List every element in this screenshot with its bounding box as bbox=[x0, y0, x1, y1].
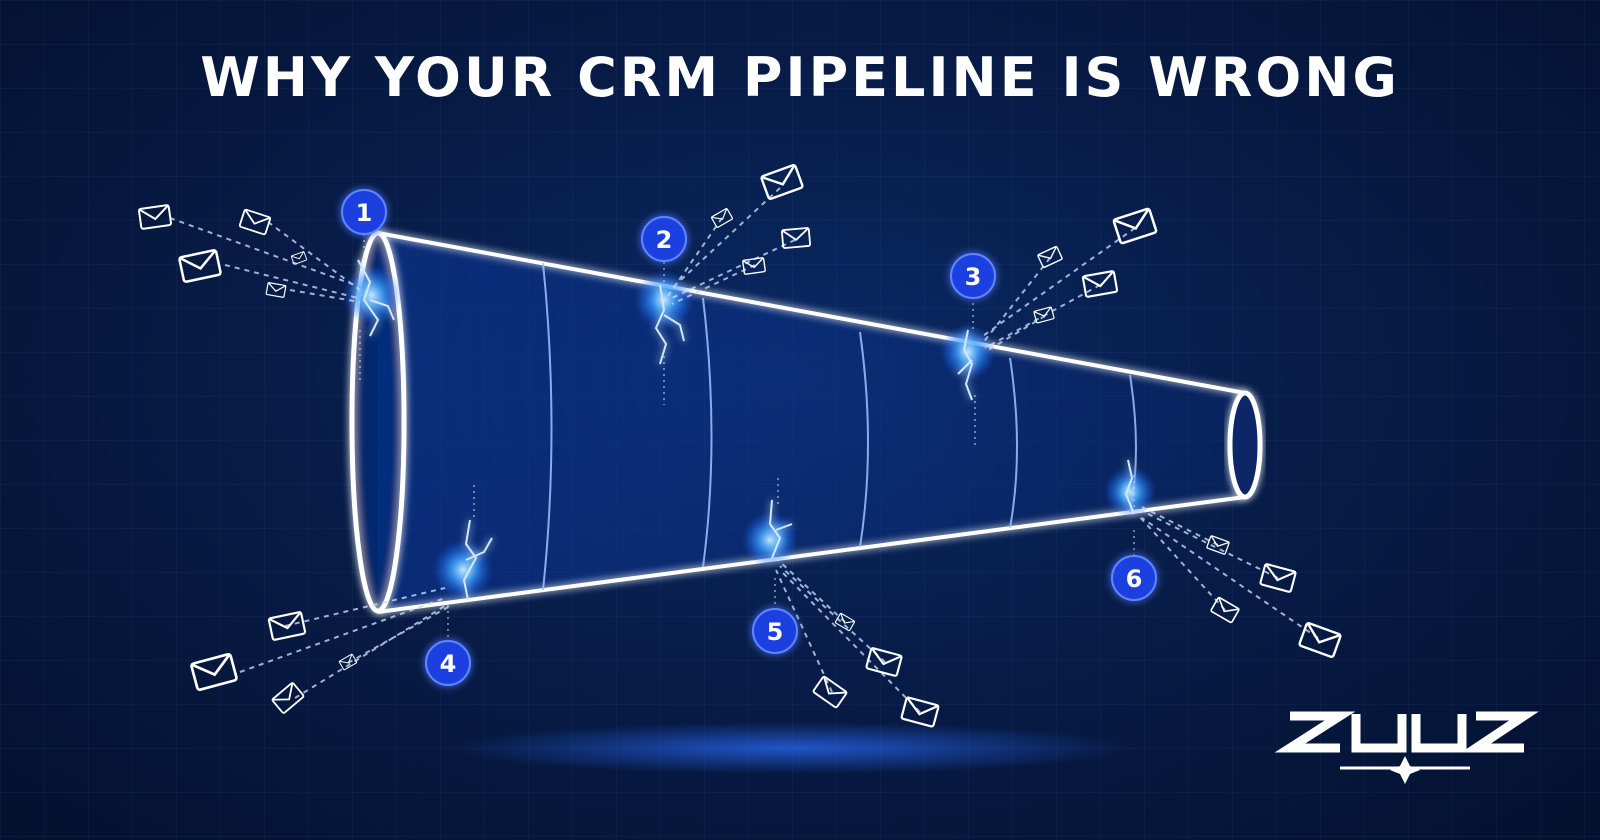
badge-number: 5 bbox=[767, 618, 784, 646]
leak-badge-6: 6 bbox=[1111, 555, 1157, 601]
badge-number: 3 bbox=[965, 263, 982, 291]
leak-badge-4: 4 bbox=[425, 640, 471, 686]
envelope-icon bbox=[238, 208, 272, 236]
leak-badge-1: 1 bbox=[341, 189, 387, 235]
envelope-icon bbox=[1297, 621, 1343, 659]
envelope-icon bbox=[1036, 245, 1064, 269]
funnel bbox=[349, 230, 1263, 614]
leak-badge-5: 5 bbox=[752, 608, 798, 654]
leak-trails bbox=[169, 187, 1319, 713]
badge-number: 1 bbox=[356, 199, 373, 227]
leak-badge-3: 3 bbox=[950, 253, 996, 299]
badge-number: 4 bbox=[440, 650, 457, 678]
envelope-icon bbox=[811, 675, 849, 709]
brand-logo bbox=[1274, 711, 1539, 784]
badge-leaders bbox=[359, 234, 1135, 640]
envelope-icon bbox=[270, 681, 306, 715]
page-title: WHY YOUR CRM PIPELINE IS WRONG bbox=[200, 46, 1400, 109]
badge-number: 6 bbox=[1126, 565, 1143, 593]
envelope-icon bbox=[290, 251, 308, 265]
envelope-icon bbox=[1081, 269, 1119, 299]
envelope-icon bbox=[137, 204, 173, 230]
envelope-icon bbox=[1112, 207, 1158, 245]
floor-glow bbox=[450, 722, 1130, 774]
crack-icon bbox=[342, 259, 1156, 601]
envelope-icon bbox=[759, 163, 805, 201]
envelope-icon bbox=[189, 652, 239, 692]
leak-badge-2: 2 bbox=[641, 216, 687, 262]
envelope-icon bbox=[177, 248, 223, 284]
badge-number: 2 bbox=[656, 226, 673, 254]
envelope-icon bbox=[265, 281, 287, 299]
